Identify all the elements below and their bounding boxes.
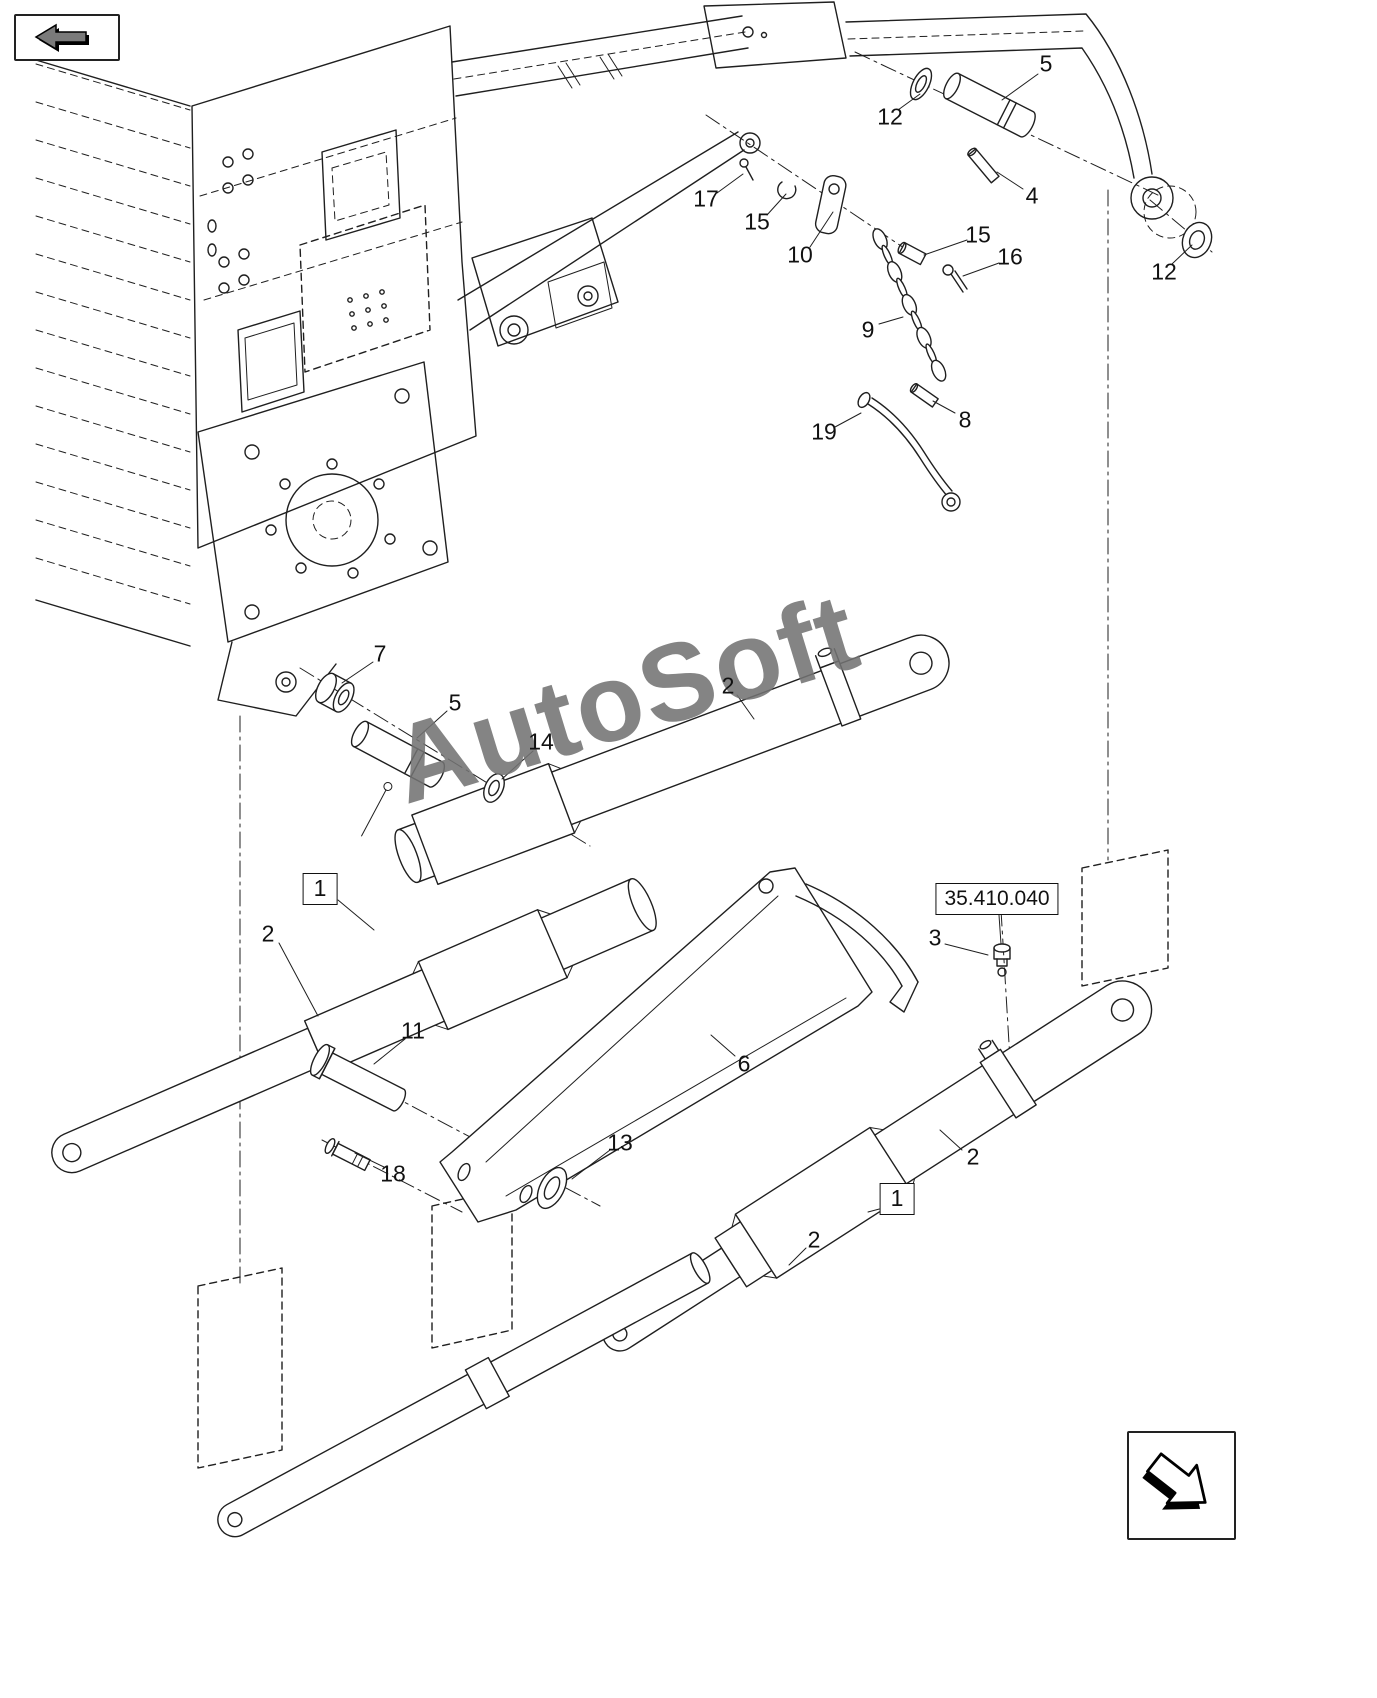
part-pin-15-right xyxy=(897,241,927,266)
part-washer-12-top xyxy=(909,67,933,101)
part-bracket-6 xyxy=(439,867,919,1223)
callout-2: 2 xyxy=(721,672,735,699)
callout-2: 2 xyxy=(261,920,275,947)
callout-5: 5 xyxy=(1039,50,1053,77)
part-fitting-3 xyxy=(993,943,1011,977)
machine-frame xyxy=(35,1,847,717)
part-linch-pin xyxy=(361,781,393,837)
part-bolt-16 xyxy=(942,264,968,293)
callout-13: 13 xyxy=(607,1129,633,1156)
part-bushing-7 xyxy=(314,672,355,713)
callout-15: 15 xyxy=(965,221,991,248)
part-washer-13 xyxy=(536,1166,568,1210)
callout-12: 12 xyxy=(877,103,903,130)
part-clip-15-left xyxy=(777,181,797,200)
part-bolt-17 xyxy=(739,158,754,181)
callout-10: 10 xyxy=(787,241,813,268)
part-chain-9 xyxy=(872,228,947,382)
callout-1-boxed: 1 xyxy=(879,1183,915,1215)
prev-page-button[interactable] xyxy=(14,14,120,61)
part-pin-5-mid xyxy=(350,720,446,788)
part-cable-19 xyxy=(857,391,961,512)
callout-12: 12 xyxy=(1151,258,1177,285)
bottom-rod xyxy=(217,1252,711,1538)
callout-6: 6 xyxy=(737,1050,751,1077)
part-pin-4 xyxy=(967,147,1000,184)
callout-18: 18 xyxy=(380,1160,406,1187)
right-boom-arm xyxy=(845,13,1197,239)
callout-1-boxed: 1 xyxy=(302,873,338,905)
part-pin-5-top xyxy=(942,72,1036,138)
callout-14: 14 xyxy=(528,728,554,755)
callout-11: 11 xyxy=(401,1017,425,1044)
callout-4: 4 xyxy=(1025,182,1039,209)
callout-leaders xyxy=(278,73,1193,1266)
callout-2: 2 xyxy=(807,1226,821,1253)
next-page-button[interactable] xyxy=(1127,1431,1236,1540)
reference-box[interactable]: 35.410.040 xyxy=(935,883,1059,915)
part-washer-14 xyxy=(483,773,505,803)
page-back-arrow-icon xyxy=(34,23,89,52)
part-link-10 xyxy=(814,174,847,235)
upper-cylinder xyxy=(394,634,950,886)
callout-3: 3 xyxy=(928,924,942,951)
callout-9: 9 xyxy=(861,316,875,343)
callout-5: 5 xyxy=(448,689,462,716)
callout-7: 7 xyxy=(373,640,387,667)
callout-17: 17 xyxy=(693,185,719,212)
part-washer-12-right xyxy=(1181,221,1213,259)
callout-19: 19 xyxy=(811,418,837,445)
callout-15: 15 xyxy=(744,208,770,235)
callout-16: 16 xyxy=(997,243,1023,270)
part-bolt-18 xyxy=(324,1137,371,1172)
callout-2: 2 xyxy=(966,1143,980,1170)
page-next-arrow-icon xyxy=(1141,1451,1207,1510)
part-pin-8 xyxy=(909,382,939,408)
callout-8: 8 xyxy=(958,406,972,433)
part-pin-11 xyxy=(309,1043,407,1112)
